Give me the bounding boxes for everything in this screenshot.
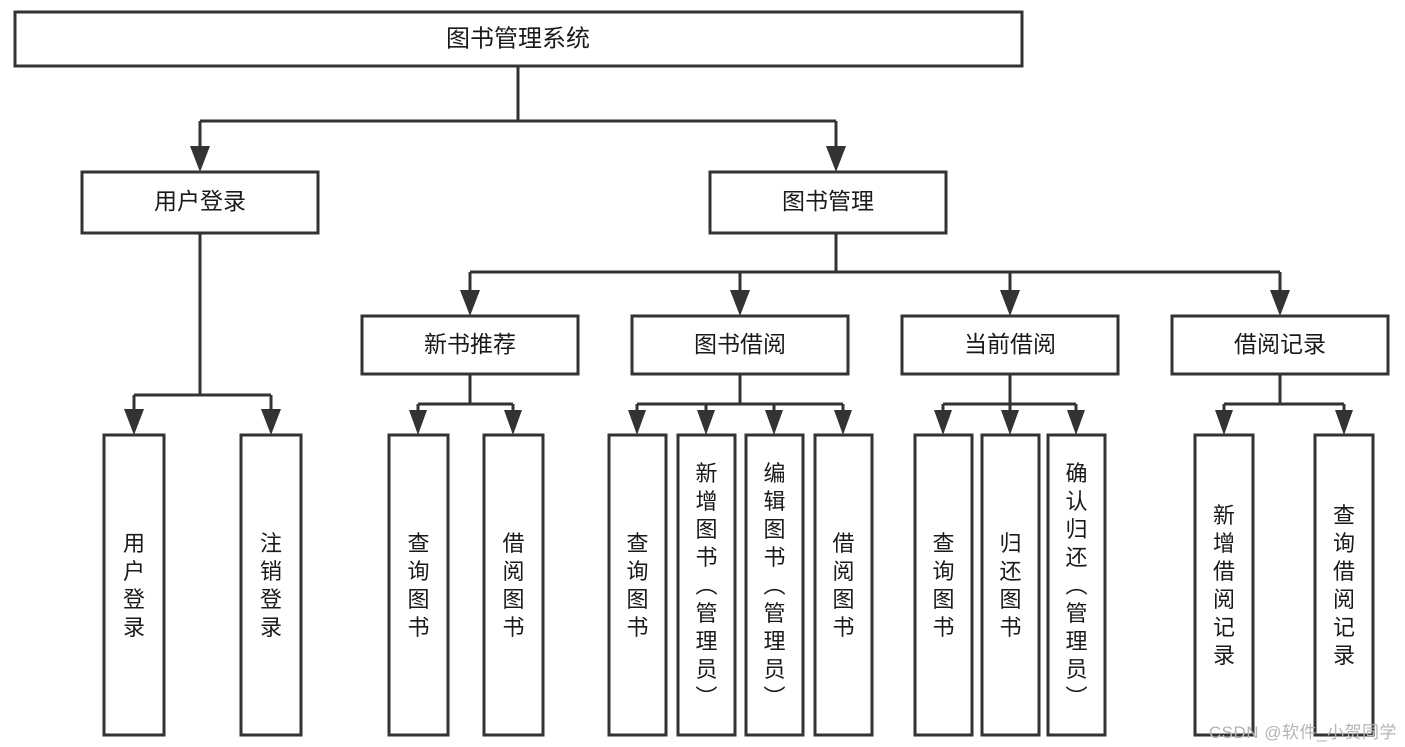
arrow-to-新书推荐 — [460, 290, 480, 316]
arrow-to-leaf-归还图书 — [1001, 410, 1019, 435]
node-图书借阅-box[interactable] — [630, 314, 850, 376]
connector-借阅记录-trunk — [1222, 374, 1346, 413]
leaf-node[interactable]: 查询借阅记录 — [1313, 433, 1375, 737]
node-当前借阅-box[interactable] — [900, 314, 1120, 376]
node-图书管理-box[interactable] — [708, 170, 948, 235]
arrow-to-用户登录 — [190, 146, 210, 172]
node-借阅记录-label: 借阅记录 — [1234, 331, 1326, 357]
leaf-node-box[interactable] — [913, 433, 974, 737]
connector-layer — [124, 66, 1353, 435]
node-当前借阅[interactable]: 当前借阅 — [900, 314, 1120, 376]
leaf-node-box[interactable] — [102, 433, 166, 737]
node-借阅记录[interactable]: 借阅记录 — [1170, 314, 1390, 376]
leaf-node[interactable]: 编辑图书︵管理员︶ — [744, 433, 805, 737]
leaf-node[interactable]: 新增图书︵管理员︶ — [676, 433, 737, 737]
connector-用户登录-trunk — [132, 233, 273, 413]
leaf-node-box[interactable] — [387, 433, 450, 737]
leaf-node-layer: 用户登录 注销登录 查询图书 借阅图书 查询图书 新增图书︵管理员︶ 编辑图书︵管理员︶ 借阅… — [102, 433, 1375, 737]
leaf-node[interactable]: 借阅图书 — [482, 433, 545, 737]
node-当前借阅-label: 当前借阅 — [964, 331, 1056, 357]
leaf-node-label: 查询图书 — [407, 531, 429, 640]
arrow-to-leaf-查询图书-当前借阅 — [934, 410, 952, 435]
leaf-node-box[interactable] — [676, 433, 737, 737]
leaf-node[interactable]: 查询图书 — [913, 433, 974, 737]
node-图书借阅-label: 图书借阅 — [694, 331, 786, 357]
leaf-node-label: 用户登录 — [123, 531, 145, 640]
leaf-node-box[interactable] — [1193, 433, 1255, 737]
leaf-node[interactable]: 归还图书 — [980, 433, 1041, 737]
node-图书管理[interactable]: 图书管理 — [708, 170, 948, 235]
node-root-label: 图书管理系统 — [446, 25, 590, 52]
arrow-to-leaf-查询图书-图书借阅 — [628, 410, 646, 435]
node-借阅记录-box[interactable] — [1170, 314, 1390, 376]
connector-图书管理-trunk — [468, 233, 1282, 294]
node-用户登录-label: 用户登录 — [154, 188, 246, 214]
arrow-to-图书借阅 — [730, 290, 750, 316]
leaf-node[interactable]: 借阅图书 — [813, 433, 874, 737]
leaf-node-box[interactable] — [1046, 433, 1107, 737]
leaf-node[interactable]: 查询图书 — [387, 433, 450, 737]
connector-root-trunk — [198, 66, 838, 150]
node-用户登录[interactable]: 用户登录 — [80, 170, 320, 235]
leaf-node-label: 查询图书 — [626, 531, 648, 640]
arrow-to-leaf-新增借阅记录 — [1215, 410, 1233, 435]
node-用户登录-box[interactable] — [80, 170, 320, 235]
arrow-to-leaf-查询图书-新书推荐 — [409, 410, 427, 435]
arrow-to-leaf-新增图书 — [697, 410, 715, 435]
leaf-node-box[interactable] — [1313, 433, 1375, 737]
arrow-to-leaf-确认归还 — [1067, 410, 1085, 435]
leaf-node[interactable]: 确认归还︵管理员︶ — [1046, 433, 1107, 737]
arrow-to-leaf-用户登录 — [124, 409, 144, 435]
arrow-to-leaf-借阅图书-新书推荐 — [504, 410, 522, 435]
leaf-node[interactable]: 查询图书 — [607, 433, 668, 737]
leaf-node-label: 查询借阅记录 — [1333, 503, 1355, 668]
node-新书推荐[interactable]: 新书推荐 — [360, 314, 580, 376]
leaf-node[interactable]: 新增借阅记录 — [1193, 433, 1255, 737]
leaf-node-label: 编辑图书︵管理员︶ — [763, 461, 785, 710]
leaf-node-box[interactable] — [239, 433, 303, 737]
leaf-node-box[interactable] — [607, 433, 668, 737]
csdn-watermark: CSDN @软件_小贺同学 — [1208, 723, 1397, 742]
arrow-to-图书管理 — [826, 146, 846, 172]
node-图书借阅[interactable]: 图书借阅 — [630, 314, 850, 376]
leaf-node-box[interactable] — [482, 433, 545, 737]
leaf-node-label: 借阅图书 — [502, 531, 524, 640]
node-新书推荐-box[interactable] — [360, 314, 580, 376]
leaf-node-box[interactable] — [813, 433, 874, 737]
leaf-node-label: 查询图书 — [932, 531, 954, 640]
arrow-to-leaf-注销登录 — [261, 409, 281, 435]
node-图书管理-label: 图书管理 — [782, 188, 874, 214]
arrow-to-leaf-查询借阅记录 — [1335, 410, 1353, 435]
leaf-node-box[interactable] — [744, 433, 805, 737]
arrow-to-借阅记录 — [1270, 290, 1290, 316]
node-root-box[interactable] — [13, 10, 1024, 68]
leaf-node-label: 注销登录 — [260, 531, 282, 640]
arrow-to-当前借阅 — [1000, 290, 1020, 316]
leaf-node-label: 新增借阅记录 — [1213, 503, 1235, 668]
leaf-node-label: 确认归还︵管理员︶ — [1065, 461, 1087, 710]
node-新书推荐-label: 新书推荐 — [424, 331, 516, 357]
connector-当前借阅-trunk — [941, 374, 1078, 413]
leaf-node[interactable]: 注销登录 — [239, 433, 303, 737]
leaf-node-label: 借阅图书 — [832, 531, 854, 640]
leaf-node-label: 新增图书︵管理员︶ — [695, 461, 717, 710]
arrow-to-leaf-编辑图书 — [765, 410, 783, 435]
connector-图书借阅-trunk — [635, 374, 845, 413]
node-root[interactable]: 图书管理系统 — [13, 10, 1024, 68]
arrow-to-leaf-借阅图书-图书借阅 — [834, 410, 852, 435]
leaf-node[interactable]: 用户登录 — [102, 433, 166, 737]
connector-新书推荐-trunk — [416, 374, 515, 413]
leaf-node-box[interactable] — [980, 433, 1041, 737]
leaf-node-label: 归还图书 — [999, 531, 1021, 640]
